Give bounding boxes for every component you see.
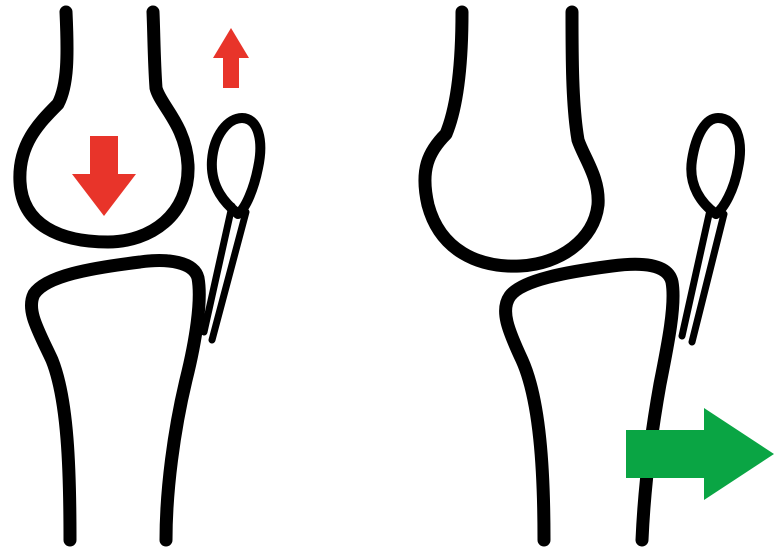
- patella-up-arrow: [213, 28, 249, 88]
- left-knee-panel: [20, 12, 260, 540]
- left-patella: [212, 118, 260, 214]
- right-patella: [691, 118, 740, 214]
- right-femur: [425, 12, 598, 266]
- right-knee-panel: [425, 12, 774, 540]
- femur-down-arrow: [72, 136, 136, 216]
- left-tibia: [31, 261, 199, 540]
- right-tibia: [506, 264, 674, 540]
